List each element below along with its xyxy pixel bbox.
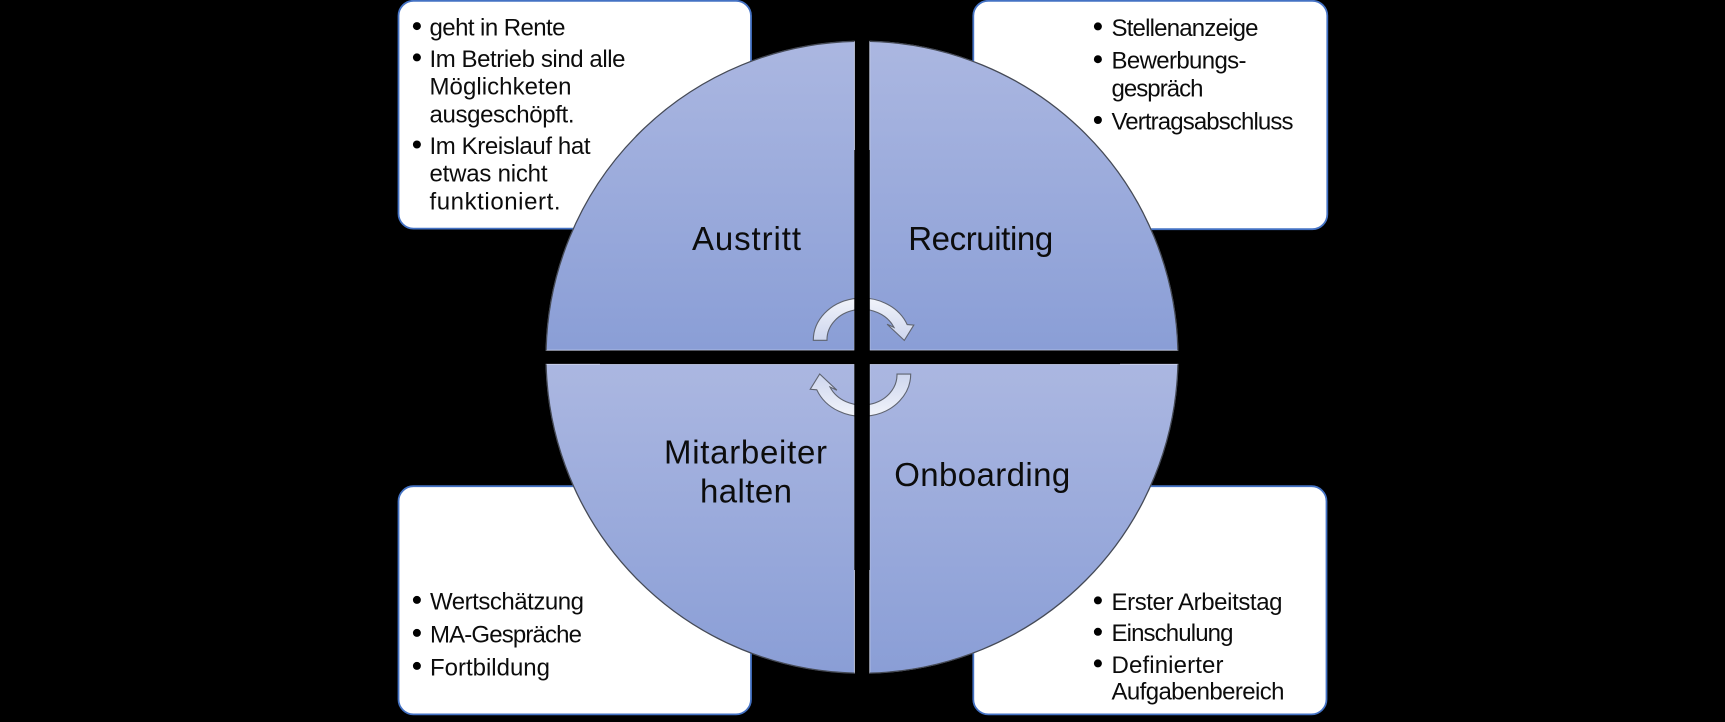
svg-text:funktioniert.: funktioniert. [430, 189, 561, 216]
svg-text:Fortbildung: Fortbildung [430, 654, 550, 681]
svg-text:geht in Rente: geht in Rente [430, 15, 566, 42]
svg-text:Austritt: Austritt [692, 220, 801, 257]
svg-text:Wertschätzung: Wertschätzung [430, 588, 584, 615]
svg-text:Einschulung: Einschulung [1112, 620, 1234, 647]
svg-text:Bewerbungs-: Bewerbungs- [1112, 48, 1247, 75]
svg-text:Recruiting: Recruiting [908, 220, 1053, 257]
svg-text:gespräch: gespräch [1112, 76, 1204, 103]
svg-text:Erster Arbeitstag: Erster Arbeitstag [1112, 589, 1283, 616]
svg-text:Onboarding: Onboarding [894, 456, 1070, 493]
svg-text:etwas nicht: etwas nicht [430, 161, 548, 188]
svg-text:Definierter: Definierter [1112, 652, 1224, 679]
svg-text:Vertragsabschluss: Vertragsabschluss [1112, 108, 1294, 135]
svg-text:Aufgabenbereich: Aufgabenbereich [1112, 679, 1285, 706]
svg-text:ausgeschöpft.: ausgeschöpft. [430, 101, 575, 128]
svg-text:Im Betrieb sind alle: Im Betrieb sind alle [430, 46, 626, 73]
svg-text:Möglichketen: Möglichketen [430, 74, 572, 101]
svg-text:Stellenanzeige: Stellenanzeige [1112, 15, 1259, 42]
svg-text:MA-Gespräche: MA-Gespräche [430, 621, 582, 648]
svg-text:halten: halten [700, 473, 792, 510]
svg-text:Im Kreislauf hat: Im Kreislauf hat [430, 133, 591, 160]
svg-text:Mitarbeiter: Mitarbeiter [664, 434, 827, 471]
